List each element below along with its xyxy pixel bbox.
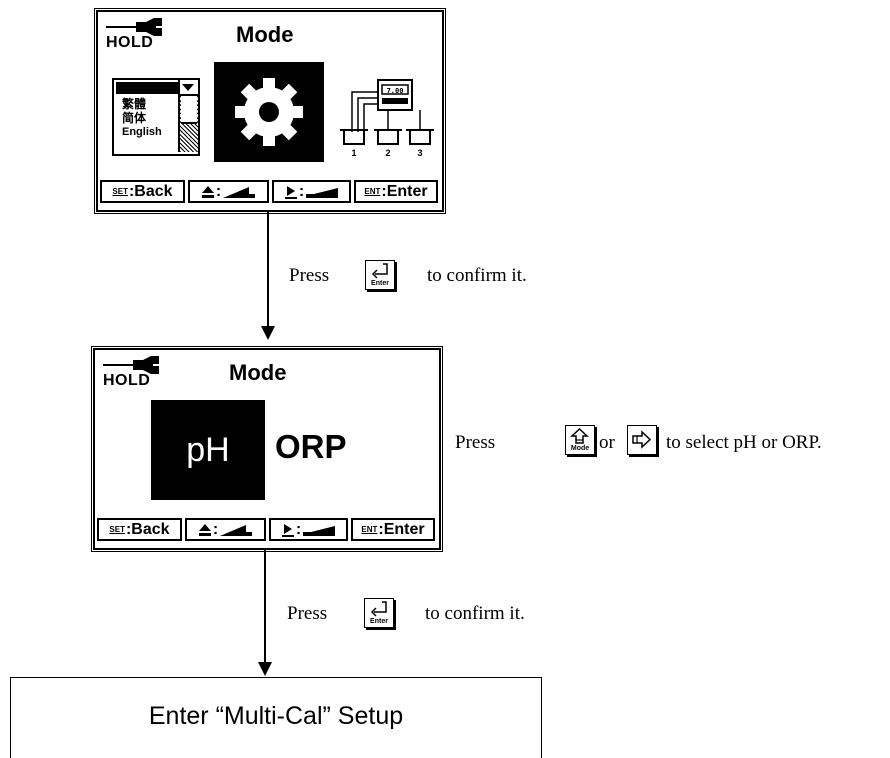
set-keycap: SET: [109, 525, 125, 534]
screen-title: Mode: [229, 360, 287, 385]
multi-buffer-diagram-icon: 7.00 1 2 3: [340, 79, 434, 158]
enter-softkey-label: :Enter: [378, 520, 425, 538]
enter-key-caption: Enter: [371, 280, 389, 287]
back-softkey-label: :Back: [125, 520, 170, 538]
language-selected-highlight: [116, 82, 180, 94]
step-right-icon: [281, 523, 294, 537]
ramp-right-icon: [306, 187, 339, 198]
screen-title: Mode: [236, 22, 294, 47]
svg-text:3: 3: [417, 148, 422, 158]
right-softkey-separator: :: [298, 182, 305, 200]
settings-gear-tile: [214, 62, 324, 162]
enter-key-button[interactable]: Enter: [364, 598, 394, 628]
enter-softkey-label: :Enter: [381, 182, 428, 200]
right-softkey[interactable]: :: [271, 180, 352, 203]
right-softkey[interactable]: :: [268, 518, 349, 541]
svg-text:7.00: 7.00: [387, 87, 404, 95]
up-softkey[interactable]: :: [187, 180, 269, 203]
language-dropdown[interactable]: 繁體 简体 English: [112, 78, 200, 156]
gear-icon: [235, 78, 303, 146]
step-right-icon: [284, 185, 297, 199]
select-press-text: Press: [455, 432, 496, 453]
ramp-up-icon: [223, 186, 256, 198]
right-key-button[interactable]: [627, 425, 657, 455]
hold-label: HOLD: [106, 34, 154, 51]
svg-text:1: 1: [351, 148, 356, 158]
step2-confirm-text: to confirm it.: [425, 603, 525, 624]
softkey-bar: SET :Back : : ENT :Enter: [97, 518, 436, 545]
back-softkey-label: :Back: [128, 182, 173, 200]
set-keycap: SET: [112, 187, 128, 196]
mode-up-arrow-icon: [570, 427, 589, 444]
step2-press-text: Press: [287, 603, 328, 624]
language-option-english[interactable]: English: [122, 126, 162, 138]
enter-softkey[interactable]: ENT :Enter: [354, 180, 439, 203]
language-scrollbar[interactable]: [178, 96, 198, 152]
ramp-right-icon: [303, 525, 336, 536]
enter-key-caption: Enter: [370, 618, 388, 625]
wrench-icon: [103, 356, 159, 374]
mode-key-button[interactable]: Mode: [565, 425, 595, 455]
svg-text:2: 2: [385, 148, 390, 158]
step1-confirm-text: to confirm it.: [427, 265, 527, 286]
eject-up-icon: [201, 185, 214, 198]
hold-label: HOLD: [103, 372, 151, 389]
multi-cal-setup-box: Enter “Multi-Cal” Setup: [10, 677, 542, 758]
eject-up-icon: [198, 523, 211, 536]
ent-keycap: ENT: [361, 525, 378, 534]
mode-key-caption: Mode: [570, 445, 590, 452]
dropdown-arrow-icon[interactable]: [178, 80, 198, 96]
flow-arrow-1: [267, 212, 269, 328]
lcd-screen-mode-select: HOLD Mode pH ORP SET :Back : : ENT :Ente…: [93, 348, 441, 550]
flow-arrow-2-head: [258, 662, 272, 676]
enter-key-button[interactable]: Enter: [365, 260, 395, 290]
softkey-bar: SET :Back : : ENT :Enter: [100, 180, 439, 207]
select-or-text: or: [599, 432, 615, 453]
back-softkey[interactable]: SET :Back: [97, 518, 182, 541]
ent-keycap: ENT: [364, 187, 381, 196]
ph-option-selected[interactable]: pH: [151, 400, 265, 500]
up-softkey[interactable]: :: [184, 518, 266, 541]
enter-arrow-icon: [371, 263, 388, 279]
wrench-icon: [106, 18, 162, 36]
enter-softkey[interactable]: ENT :Enter: [351, 518, 436, 541]
up-softkey-separator: :: [215, 182, 222, 200]
lcd-screen-language-mode: HOLD Mode 繁體 简体 English: [96, 10, 444, 212]
up-softkey-separator: :: [212, 520, 219, 538]
flow-arrow-1-head: [261, 326, 275, 340]
multi-cal-setup-label: Enter “Multi-Cal” Setup: [148, 702, 404, 730]
enter-arrow-icon: [370, 601, 387, 617]
language-option-simplified-chinese[interactable]: 简体: [122, 111, 147, 125]
back-softkey[interactable]: SET :Back: [100, 180, 185, 203]
right-arrow-icon: [632, 430, 652, 449]
orp-option[interactable]: ORP: [275, 428, 347, 465]
ramp-up-icon: [220, 524, 253, 536]
flow-arrow-2: [264, 550, 266, 664]
scrollbar-thumb[interactable]: [181, 96, 197, 124]
right-softkey-separator: :: [295, 520, 302, 538]
step1-press-text: Press: [289, 265, 330, 286]
select-instruction-text: to select pH or ORP.: [666, 432, 822, 453]
language-option-traditional-chinese[interactable]: 繁體: [122, 97, 147, 111]
